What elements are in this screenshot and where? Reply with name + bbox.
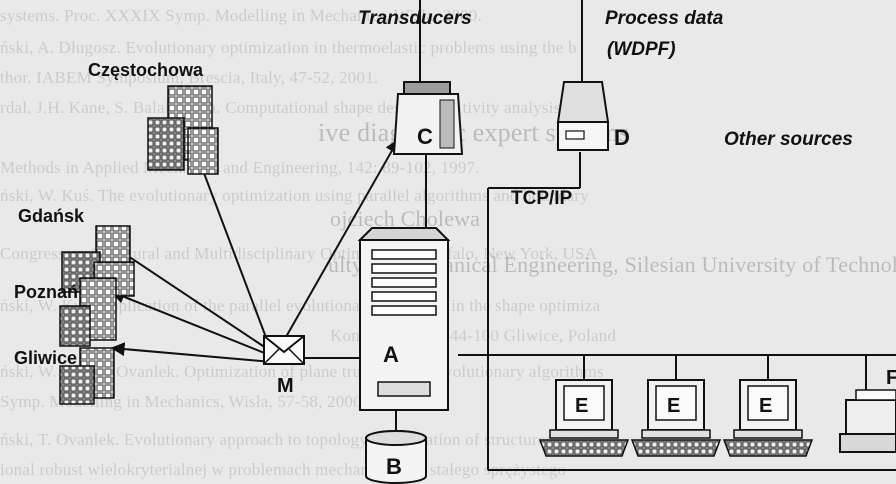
e-label: E (667, 395, 680, 417)
c-label: C (417, 124, 433, 149)
workstation-e-2: E (632, 380, 720, 456)
e-label: E (575, 395, 588, 417)
city-gliwice: Gliwice (14, 348, 114, 404)
tcpip-label: TCP/IP (511, 188, 573, 209)
m-label: M (277, 375, 294, 397)
workstation-e-3: E (724, 380, 812, 456)
city-poznan: Poznań (14, 278, 116, 346)
mail-arrows (112, 140, 398, 362)
city-label: Gdańsk (18, 206, 85, 226)
city-czestochowa: Częstochowa (88, 60, 218, 174)
printer-f: F (840, 367, 896, 452)
f-label: F (886, 367, 896, 389)
city-label: Gliwice (14, 348, 77, 368)
process-data-wdpf-label: (WDPF) (607, 39, 676, 60)
e-label: E (759, 395, 772, 417)
city-label: Częstochowa (88, 60, 204, 80)
d-label: D (614, 125, 630, 150)
b-label: B (386, 454, 402, 479)
city-label: Poznań (14, 282, 78, 302)
process-data-label: Process data (605, 8, 724, 29)
device-c: C (394, 82, 462, 154)
other-sources-label: Other sources (724, 129, 853, 150)
workstation-e-1: E (540, 380, 628, 456)
server-a: A (360, 228, 448, 410)
e-drop-lines (584, 355, 866, 400)
mail-m: M (264, 336, 304, 397)
a-label: A (383, 342, 399, 367)
storage-b: B (366, 431, 426, 483)
transducers-label: Transducers (358, 8, 472, 29)
device-d: D (558, 82, 630, 150)
